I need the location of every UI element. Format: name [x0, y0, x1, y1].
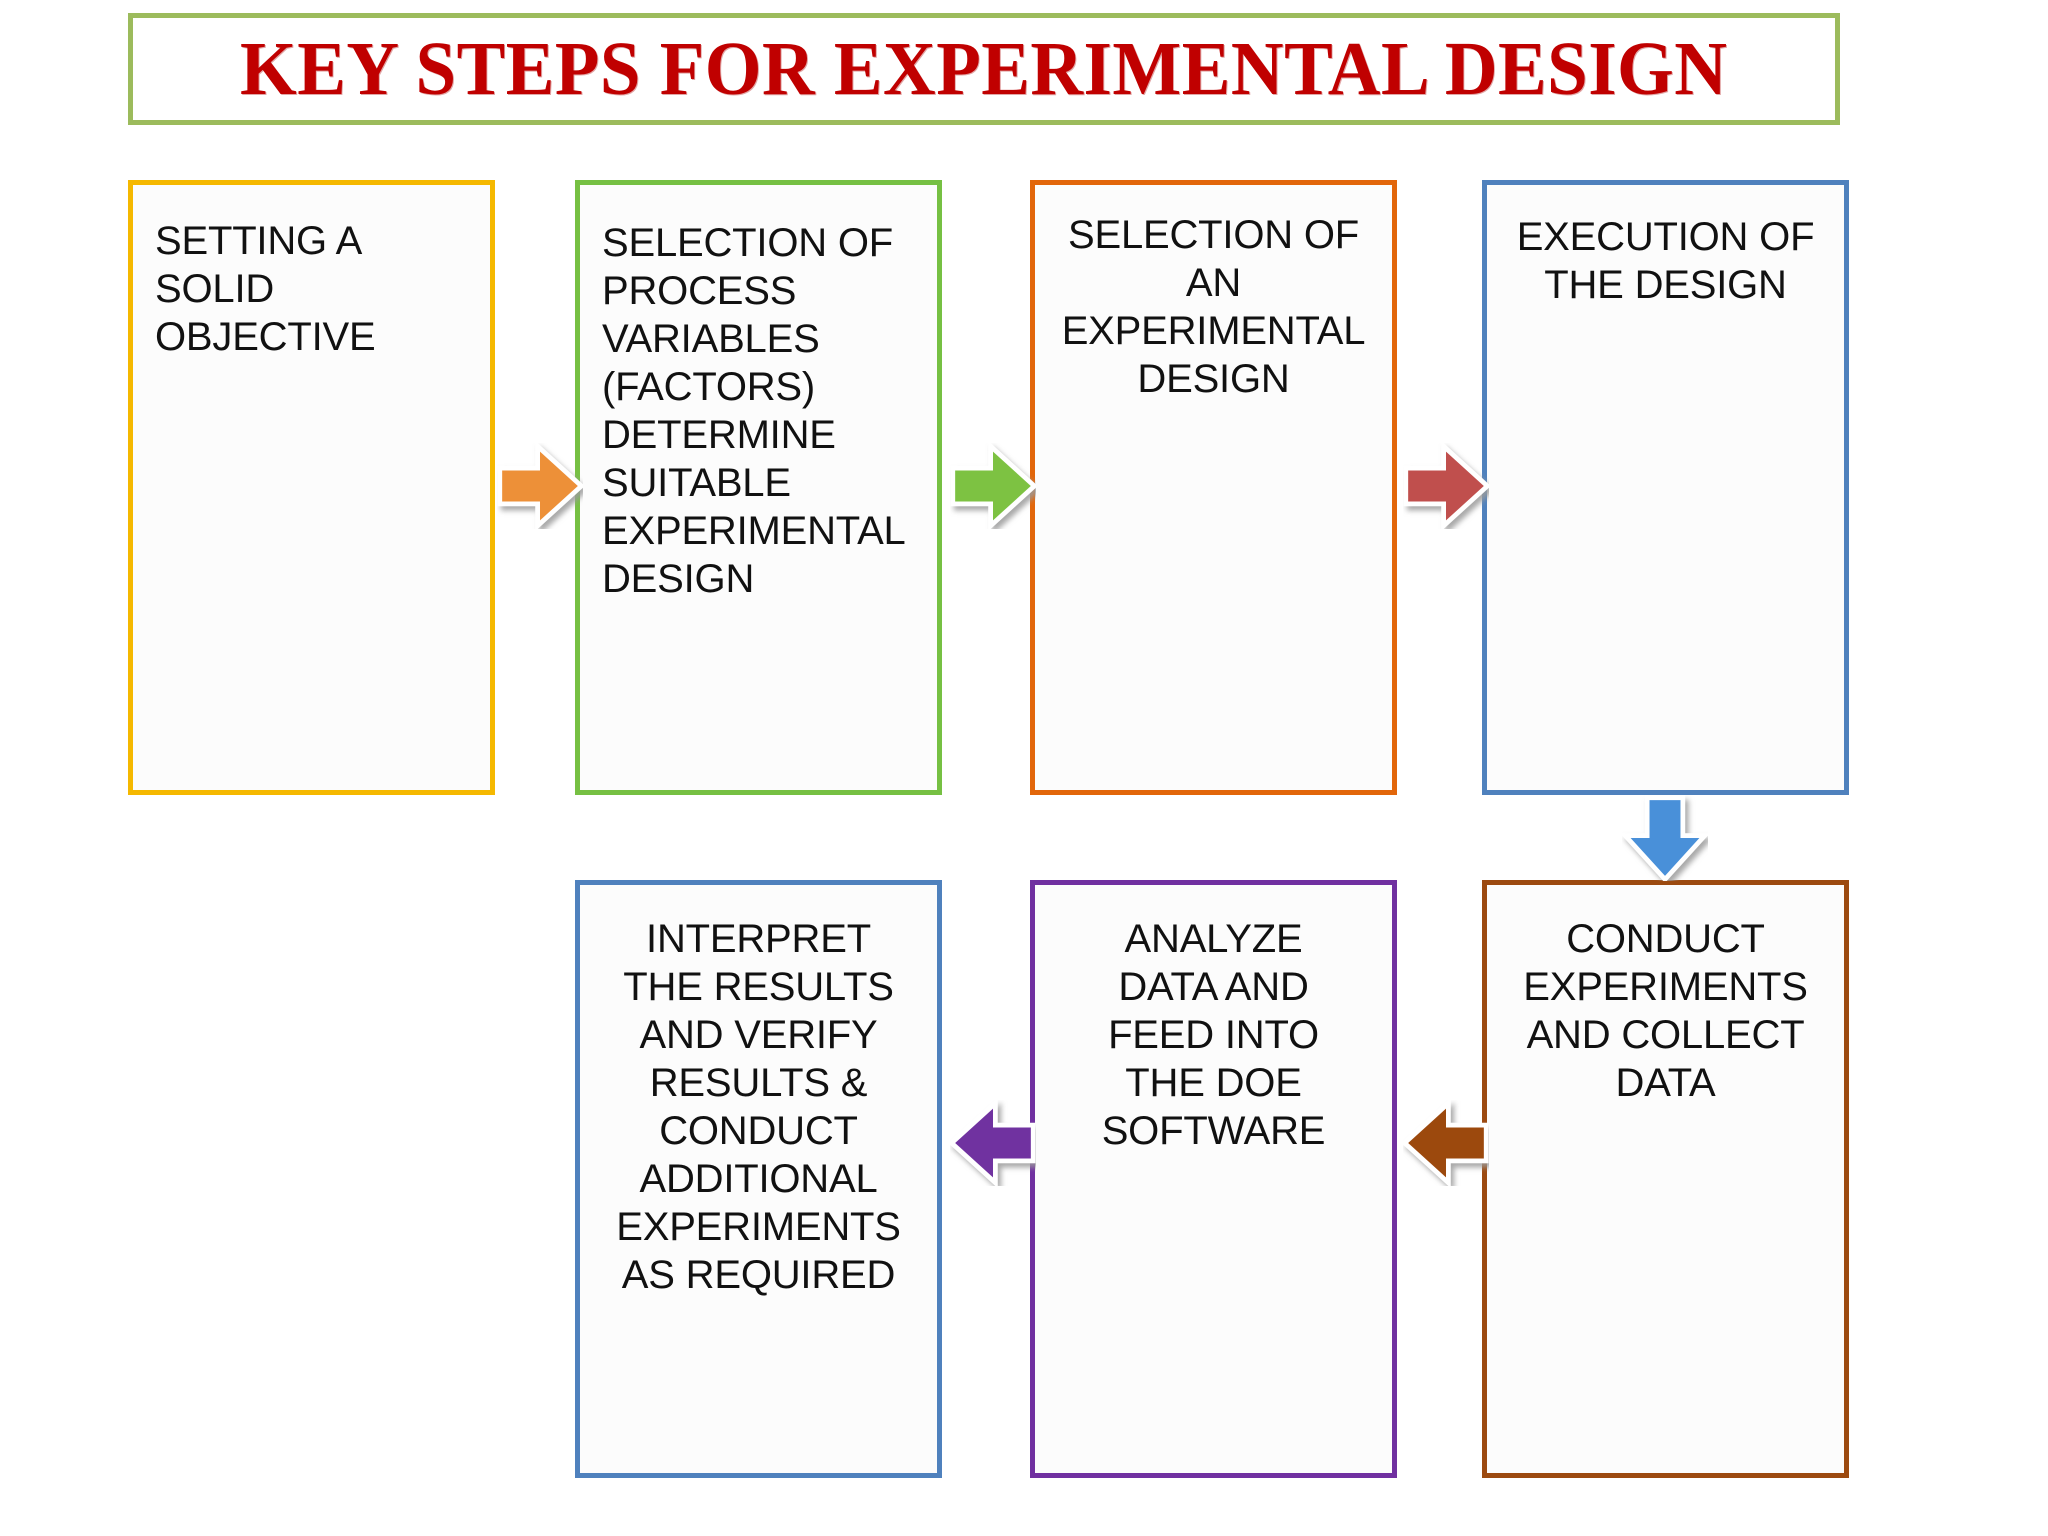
step-label-selection-of-experimental-design: SELECTION OF AN EXPERIMENTAL DESIGN [1061, 213, 1366, 401]
step-label-conduct-experiments: CONDUCT EXPERIMENTS AND COLLECT DATA [1523, 917, 1808, 1105]
step-label-setting-objective: SETTING A SOLID OBJECTIVE [155, 219, 376, 359]
step-box-analyze-data[interactable]: ANALYZE DATA AND FEED INTO THE DOE SOFTW… [1030, 880, 1397, 1478]
page-title: KEY STEPS FOR EXPERIMENTAL DESIGN [240, 27, 1728, 111]
step-box-execution-of-design[interactable]: EXECUTION OF THE DESIGN [1482, 180, 1849, 795]
step-box-selection-of-experimental-design[interactable]: SELECTION OF AN EXPERIMENTAL DESIGN [1030, 180, 1397, 795]
arrow-right-icon-variables-to-design-selection [950, 443, 1036, 529]
arrow-down-icon-execution-to-conduct [1622, 795, 1708, 881]
arrow-right-icon-design-selection-to-execution [1403, 443, 1489, 529]
arrow-left-icon-analyze-to-interpret [950, 1100, 1036, 1186]
step-box-conduct-experiments[interactable]: CONDUCT EXPERIMENTS AND COLLECT DATA [1482, 880, 1849, 1478]
step-box-setting-objective[interactable]: SETTING A SOLID OBJECTIVE [128, 180, 495, 795]
arrow-left-icon-conduct-to-analyze [1403, 1100, 1489, 1186]
arrow-right-icon-objective-to-variables [497, 443, 583, 529]
step-label-analyze-data: ANALYZE DATA AND FEED INTO THE DOE SOFTW… [1101, 917, 1326, 1153]
step-label-execution-of-design: EXECUTION OF THE DESIGN [1516, 215, 1815, 307]
slide-title-box: KEY STEPS FOR EXPERIMENTAL DESIGN [128, 13, 1840, 125]
step-label-interpret-results: INTERPRET THE RESULTS AND VERIFY RESULTS… [616, 917, 901, 1297]
step-label-selection-of-process-variables: SELECTION OF PROCESS VARIABLES (FACTORS)… [602, 221, 906, 601]
step-box-interpret-results[interactable]: INTERPRET THE RESULTS AND VERIFY RESULTS… [575, 880, 942, 1478]
step-box-selection-of-process-variables[interactable]: SELECTION OF PROCESS VARIABLES (FACTORS)… [575, 180, 942, 795]
